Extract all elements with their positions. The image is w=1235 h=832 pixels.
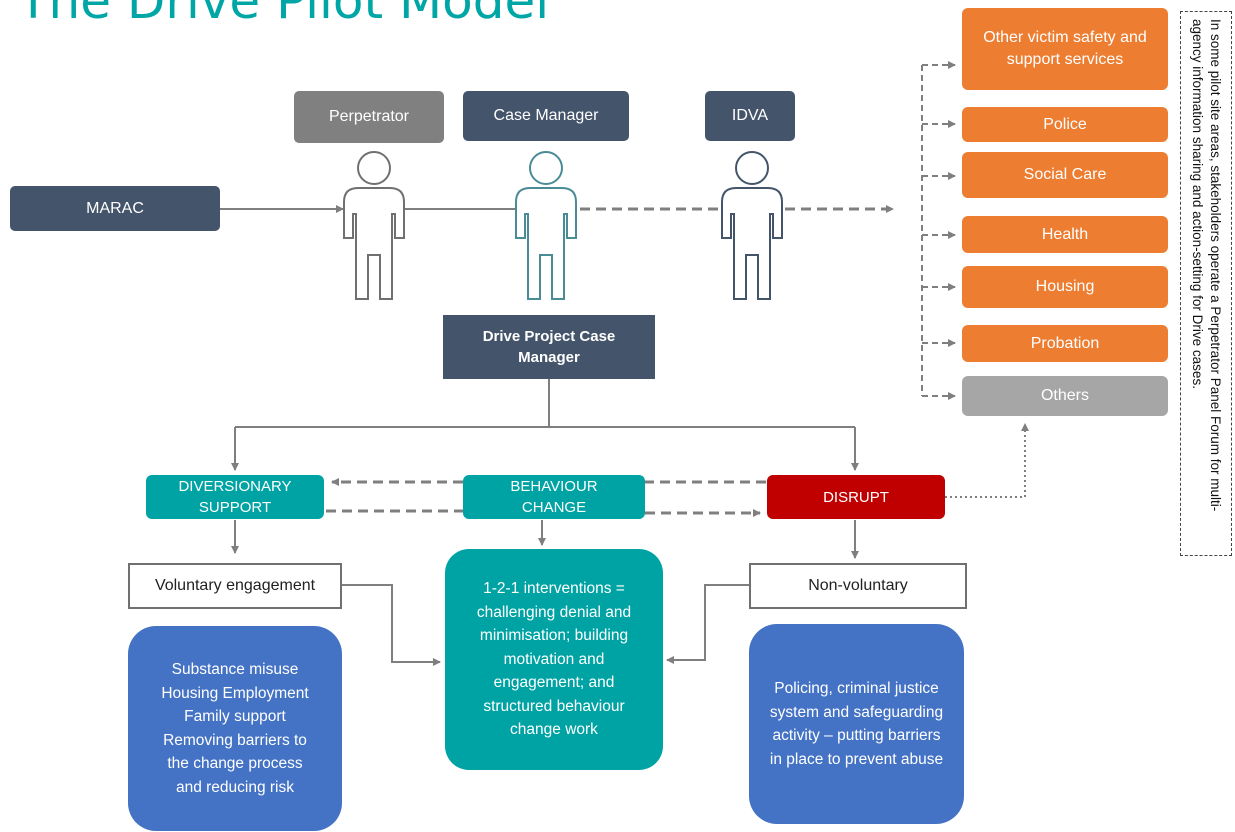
behaviour-change-box: BEHAVIOUR CHANGE <box>463 475 645 519</box>
person-icon <box>515 151 577 300</box>
side-note-text: In some pilot site areas, stakeholders o… <box>1190 18 1223 511</box>
perpetrator-label: Perpetrator <box>294 91 444 143</box>
service-probation: Probation <box>962 325 1168 362</box>
service-health: Health <box>962 216 1168 253</box>
service-social-care: Social Care <box>962 152 1168 198</box>
diversionary-support-box: DIVERSIONARY SUPPORT <box>146 475 324 519</box>
voluntary-support-detail: Substance misuse Housing Employment Fami… <box>128 626 342 831</box>
service-other-victim-safety: Other victim safety and support services <box>962 8 1168 90</box>
page-title: The Drive Pilot Model <box>18 0 550 30</box>
idva-label: IDVA <box>705 91 795 141</box>
service-housing: Housing <box>962 266 1168 308</box>
case-manager-label: Case Manager <box>463 91 629 141</box>
side-note-box: In some pilot site areas, stakeholders o… <box>1180 11 1232 556</box>
person-icon <box>721 151 783 300</box>
non-voluntary-detail: Policing, criminal justice system and sa… <box>749 624 964 824</box>
drive-case-manager-box: Drive Project Case Manager <box>443 315 655 379</box>
interventions-detail: 1-2-1 interventions = challenging denial… <box>445 549 663 770</box>
person-icon <box>343 151 405 300</box>
service-police: Police <box>962 107 1168 142</box>
voluntary-engagement-box: Voluntary engagement <box>128 563 342 609</box>
marac-box: MARAC <box>10 186 220 231</box>
disrupt-box: DISRUPT <box>767 475 945 519</box>
non-voluntary-box: Non-voluntary <box>749 563 967 609</box>
service-others: Others <box>962 376 1168 416</box>
